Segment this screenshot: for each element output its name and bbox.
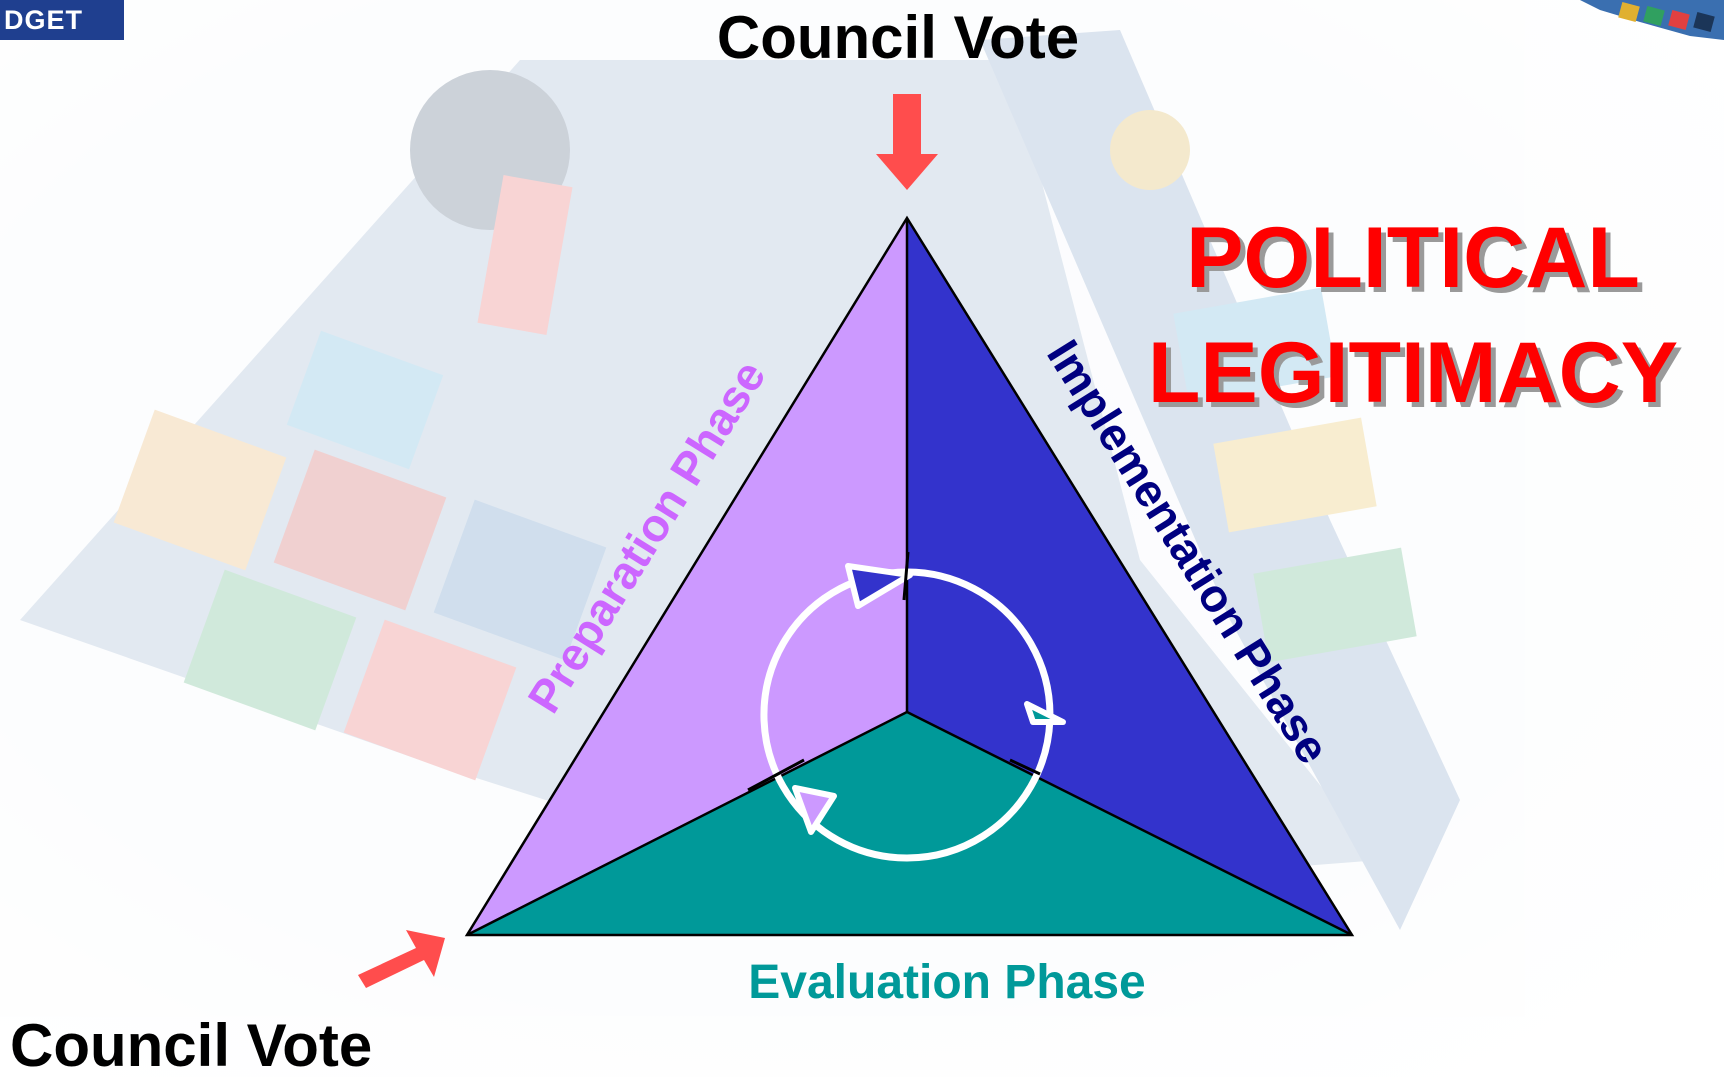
bottom-council-vote-label: Council Vote bbox=[10, 1012, 372, 1077]
top-right-logo-fragment bbox=[1580, 0, 1724, 40]
political-legitimacy-line2: LEGITIMACY bbox=[1148, 325, 1678, 421]
political-legitimacy-shadow-line2: LEGITIMACY bbox=[1153, 330, 1683, 426]
evaluation-phase-segment bbox=[467, 712, 1352, 935]
logo-text: DGET bbox=[4, 5, 83, 35]
political-legitimacy-shadow-line1: POLITICAL bbox=[1191, 215, 1645, 311]
logo-badge: DGET bbox=[0, 0, 124, 40]
top-council-vote-label: Council Vote bbox=[717, 4, 1079, 71]
top-council-vote-arrow bbox=[876, 94, 938, 190]
cycle-arrowhead-left bbox=[792, 785, 837, 835]
political-legitimacy-line1: POLITICAL bbox=[1186, 210, 1640, 306]
triangle-outline bbox=[464, 215, 1355, 937]
political-legitimacy-heading: POLITICAL LEGITIMACY POLITICAL LEGITIMAC… bbox=[1148, 210, 1683, 426]
evaluation-phase-label: Evaluation Phase bbox=[748, 956, 1145, 1009]
cycle-arrowhead-right bbox=[1024, 701, 1066, 725]
cycle-tick-marks bbox=[747, 551, 1041, 792]
cycle-arrowhead-top bbox=[845, 563, 913, 609]
cycle-circle bbox=[760, 568, 1054, 862]
bottom-council-vote-arrow bbox=[358, 930, 445, 988]
